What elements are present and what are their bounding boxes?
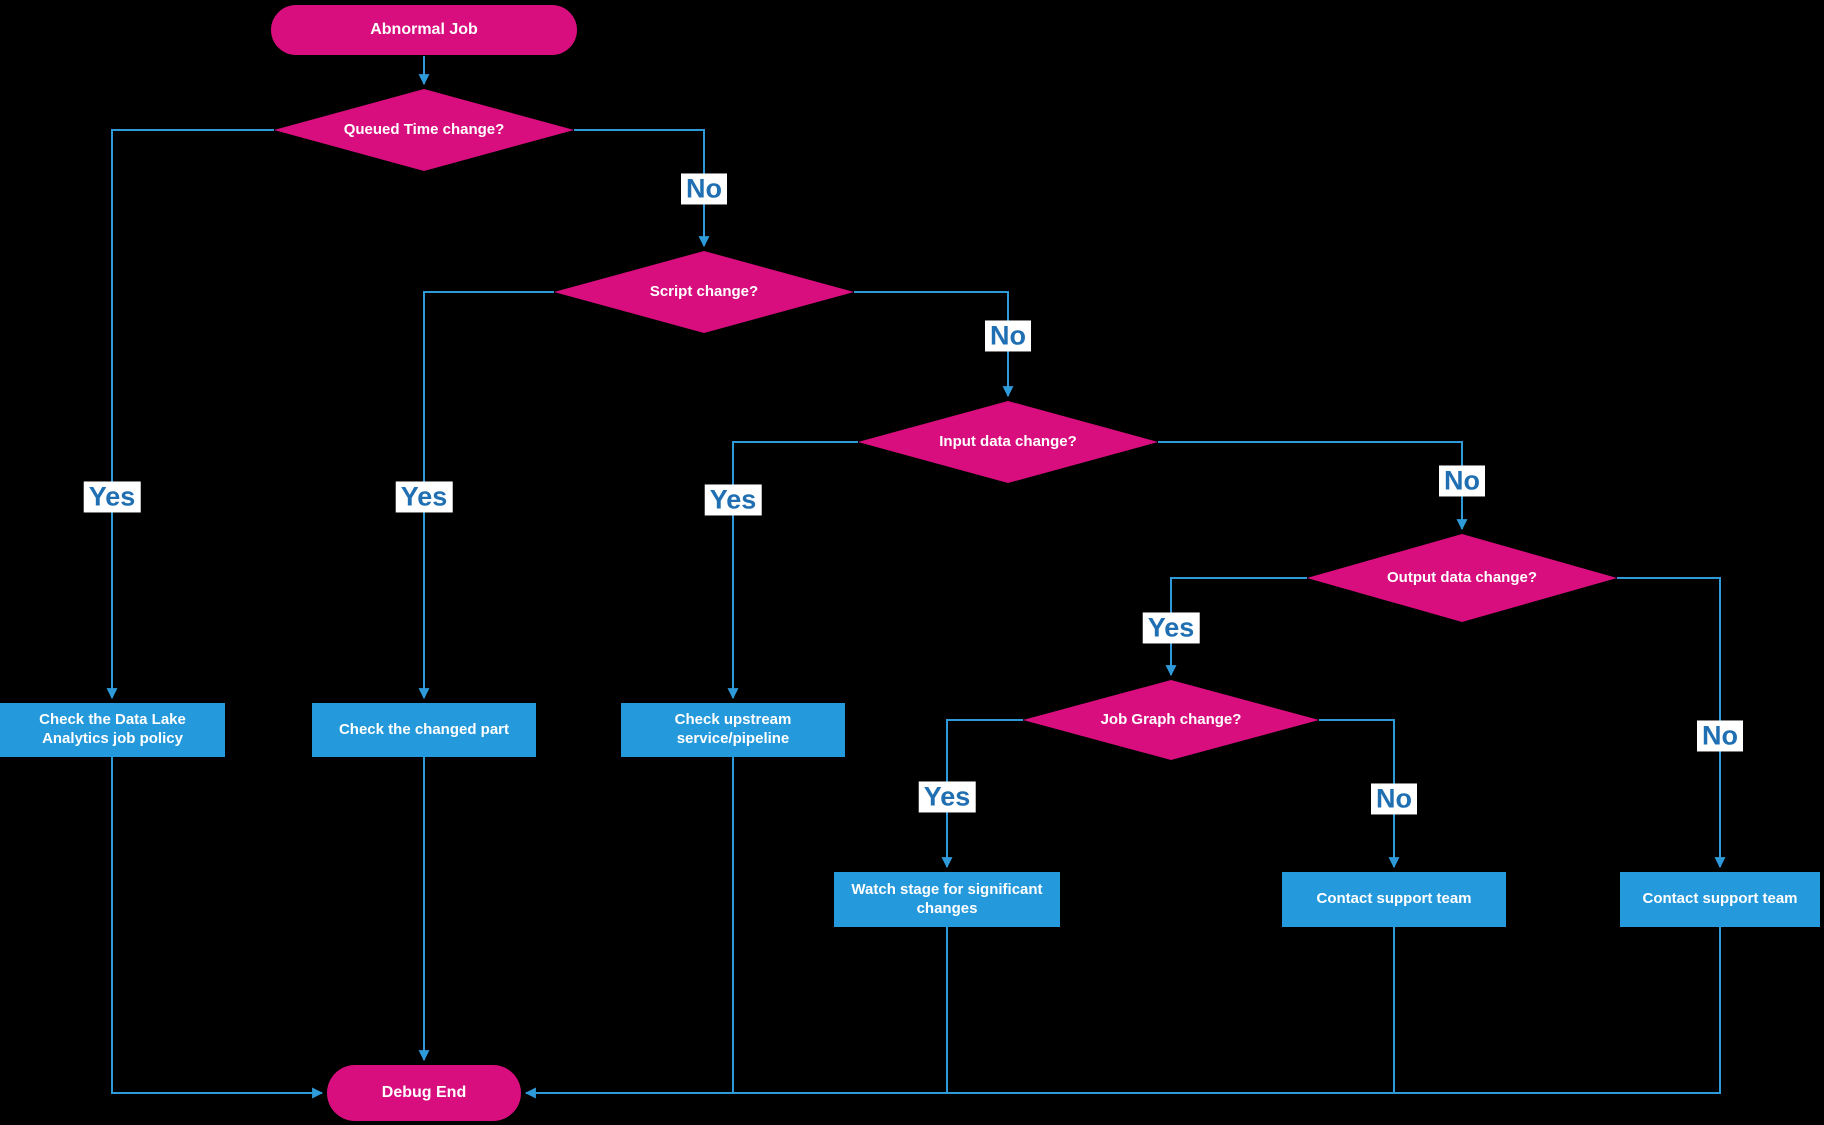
process-check-upstream-service: Check upstream service/pipeline [621, 703, 845, 757]
node-debug-end: Debug End [327, 1065, 521, 1121]
edge-label-output-no: No [1697, 720, 1743, 752]
process-check-job-policy: Check the Data Lake Analytics job policy [0, 703, 225, 757]
process-watch-stage: Watch stage for significant changes [834, 872, 1060, 927]
edge-label-queued-yes: Yes [83, 481, 141, 513]
edge-label-queued-no: No [681, 173, 727, 205]
edge-label-output-yes: Yes [1142, 612, 1200, 644]
node-abnormal-job: Abnormal Job [271, 5, 577, 55]
edge-label-jobgraph-yes: Yes [918, 781, 976, 813]
process-contact-support-left: Contact support team [1282, 872, 1506, 927]
process-contact-support-right: Contact support team [1620, 872, 1820, 927]
process-check-changed-part: Check the changed part [312, 703, 536, 757]
edge-label-jobgraph-no: No [1371, 783, 1417, 815]
edge-label-input-no: No [1439, 465, 1485, 497]
edge-label-script-no: No [985, 320, 1031, 352]
edge-label-input-yes: Yes [704, 484, 762, 516]
edge-label-script-yes: Yes [395, 481, 453, 513]
